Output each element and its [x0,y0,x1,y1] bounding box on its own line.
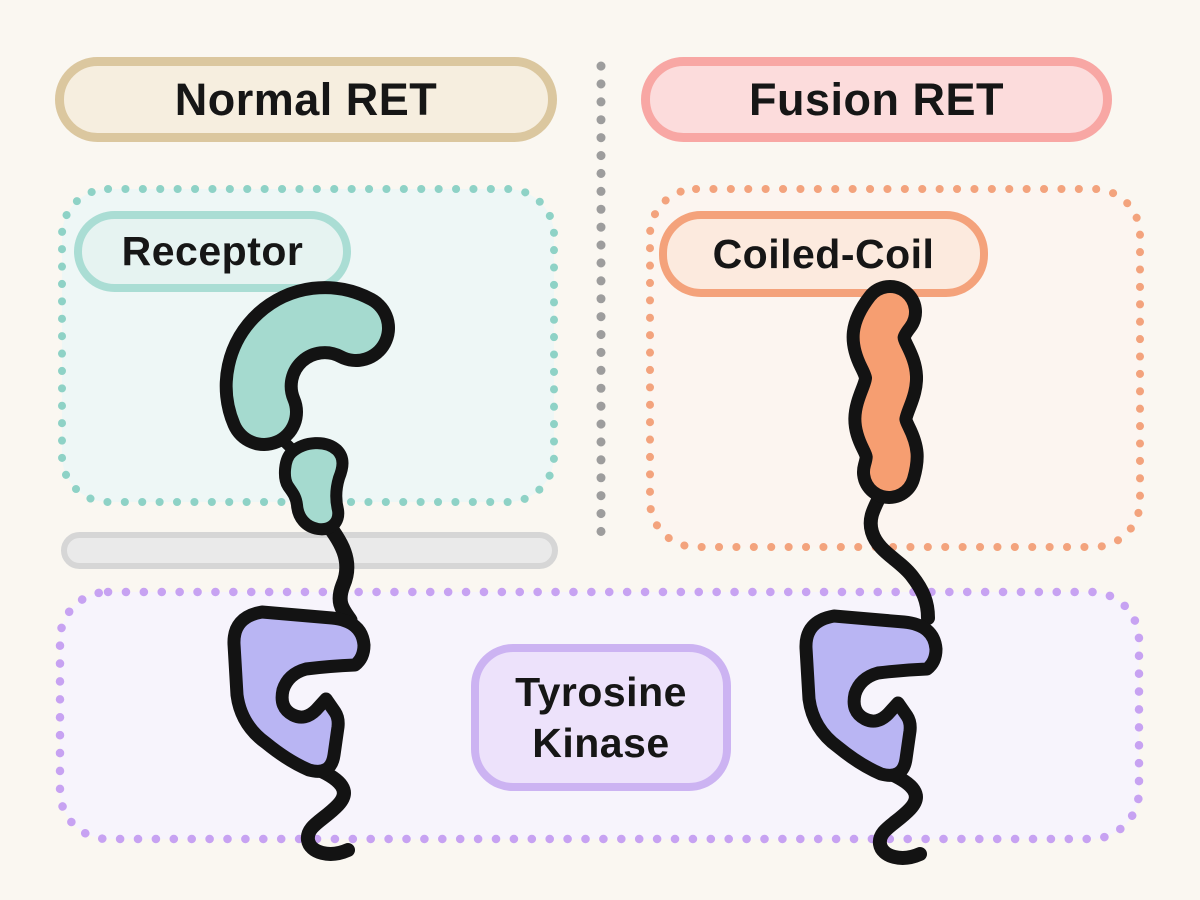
receptor-label: Receptor [121,228,304,274]
tyrosine-kinase-label: Tyrosine Kinase [515,669,687,766]
receptor-label-pill: Receptor [74,211,351,292]
normal-ret-header-pill: Normal RET [55,57,557,142]
fusion-ret-header-pill: Fusion RET [641,57,1112,142]
fusion-ret-header-label: Fusion RET [749,73,1004,125]
normal-ret-header-label: Normal RET [174,73,438,125]
tyrosine-kinase-label-pill: Tyrosine Kinase [471,644,731,791]
cell-membrane-bar [61,532,558,569]
coiled-coil-label-pill: Coiled-Coil [659,211,988,297]
coiled-coil-label: Coiled-Coil [712,230,935,277]
